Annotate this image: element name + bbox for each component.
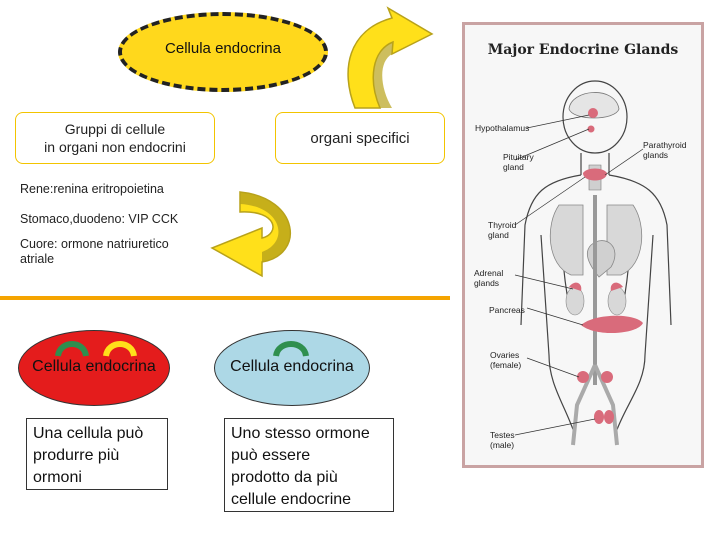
example-cuore: Cuore: ormone natriuretico atriale (20, 237, 220, 267)
thyroid-icon (583, 168, 607, 181)
non-endocrine-organs-box: Gruppi di cellule in organi non endocrin… (15, 112, 215, 164)
text-right-line2: può essere (231, 447, 311, 464)
label-adrenal-line2: glands (474, 278, 500, 288)
specific-organs-label: organi specifici (310, 129, 410, 147)
label-pituitary: Pituitary gland (503, 152, 534, 172)
label-ovaries-line1: Ovaries (490, 350, 520, 360)
non-endocrine-organs-line1: Gruppi di cellule (64, 121, 166, 137)
one-hormone-many-cells-text: Uno stesso ormone può essere prodotto da… (224, 418, 394, 512)
text-right-line3: prodotto da più (231, 469, 338, 486)
curved-arrow-top-icon (347, 6, 434, 109)
example-rene: Rene:renina eritropoietina (20, 182, 164, 196)
orange-divider (0, 296, 450, 300)
arrows-layer (210, 6, 434, 278)
green-receptor-icon (273, 341, 309, 357)
top-endocrine-cell (118, 12, 328, 92)
example-cuore-line1: Cuore: ormone natriuretico (20, 237, 169, 251)
top-endocrine-cell-label: Cellula endocrina (165, 40, 281, 57)
label-thyroid-line1: Thyroid (488, 220, 517, 230)
text-right-line4: cellule endocrine (231, 491, 352, 508)
one-cell-many-hormones-text: Una cellula può produrre più ormoni (26, 418, 168, 490)
label-parathyroid: Parathyroid glands (643, 140, 686, 160)
label-pituitary-line2: gland (503, 162, 524, 172)
adrenal-right-icon (610, 282, 623, 291)
label-hypothalamus: Hypothalamus (475, 123, 530, 133)
label-pancreas: Pancreas (489, 305, 525, 315)
label-testes: Testes (male) (490, 430, 515, 450)
label-parathyroid-line2: glands (643, 150, 669, 160)
yellow-receptor-icon (103, 341, 137, 357)
non-endocrine-organs-line2: in organi non endocrini (44, 139, 186, 155)
cell-red-receptors (55, 341, 137, 357)
text-left-line1: Una cellula può (33, 425, 144, 442)
specific-organs-box: organi specifici (275, 112, 445, 164)
text-left-line3: ormoni (33, 469, 82, 486)
example-cuore-line2: atriale (20, 252, 55, 266)
label-adrenal: Adrenal glands (474, 268, 503, 288)
label-thyroid: Thyroid gland (488, 220, 516, 240)
label-thyroid-line2: gland (488, 230, 509, 240)
ovary-left-icon (577, 371, 589, 383)
pancreas-icon (581, 315, 643, 334)
cell-blue-receptors (273, 341, 309, 357)
label-adrenal-line1: Adrenal (474, 268, 504, 278)
cell-red (18, 330, 170, 406)
cell-red-label: Cellula endocrina (32, 358, 156, 375)
ovary-right-icon (601, 371, 613, 383)
pituitary-icon (587, 125, 595, 133)
text-right-line1: Uno stesso ormone (231, 425, 370, 442)
label-parathyroid-line1: Parathyroid (643, 140, 687, 150)
example-stomaco: Stomaco,duodeno: VIP CCK (20, 212, 179, 226)
testis-left-icon (594, 410, 604, 424)
cell-blue-label: Cellula endocrina (230, 358, 354, 375)
adrenal-left-icon (569, 282, 582, 291)
human-body-illustration (514, 80, 672, 446)
text-left-line2: produrre più (33, 447, 120, 464)
label-testes-line1: Testes (490, 430, 515, 440)
testis-right-icon (604, 410, 614, 424)
label-testes-line2: (male) (490, 440, 515, 450)
curved-arrow-middle-icon (210, 191, 291, 278)
gland-figure-title: Major Endocrine Glands (487, 42, 679, 58)
hypothalamus-icon (588, 108, 598, 118)
label-ovaries-line2: (female) (490, 360, 522, 370)
label-ovaries: Ovaries (female) (490, 350, 521, 370)
green-receptor-icon (55, 341, 89, 357)
label-pituitary-line1: Pituitary (503, 152, 534, 162)
